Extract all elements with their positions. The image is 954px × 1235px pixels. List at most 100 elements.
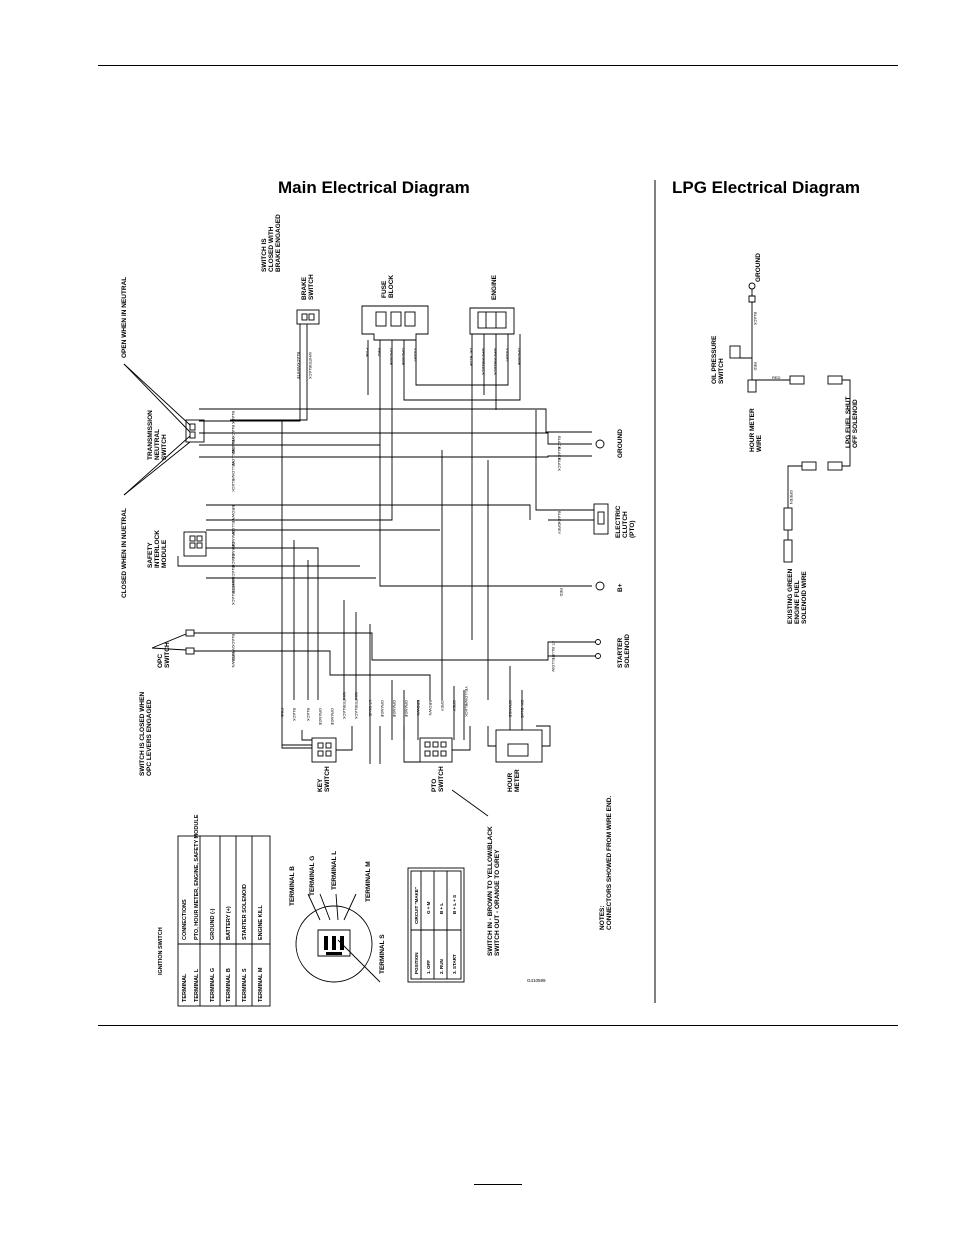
wire-label: ORANGE	[318, 708, 323, 726]
wire-label: VIOLET	[505, 348, 510, 363]
wire-label: GREY	[440, 700, 445, 712]
wire-label: ORANGE	[389, 348, 394, 366]
ground-ring-1	[595, 439, 605, 449]
lpg-ground-ring	[748, 282, 756, 290]
wire-label: BROWN	[416, 700, 421, 715]
ignition-row-connection: PTO, HOUR METER, ENGINE, SAFETY MODULE	[194, 814, 200, 940]
wire-label: GREY	[452, 700, 457, 712]
lpg-ground-label: GROUND	[755, 253, 762, 282]
starter-ring-1	[595, 639, 601, 645]
wire-label: VIOLET	[413, 348, 418, 363]
wire-label: LT. BLUE	[368, 700, 373, 717]
engine-connector-body	[469, 307, 515, 335]
circuit-header-make: CIRCUIT "MAKE"	[414, 887, 419, 924]
electric-clutch-label: ELECTRICCLUTCH(PTO)	[615, 505, 636, 538]
opc-switch-label: OPCSWITCH	[157, 642, 171, 668]
bottom-rule	[98, 1025, 898, 1026]
lpg-wire-label: RED	[753, 362, 758, 371]
wire-label: YELLOW	[231, 437, 236, 454]
wire-label: BLACK/WHITE	[231, 425, 236, 452]
ground-label: GROUND	[617, 429, 624, 458]
opc-connector-1	[185, 629, 195, 637]
ignition-row-terminal: TERMINAL B	[226, 968, 232, 1002]
wire-label: WHITE/BLACK	[342, 692, 347, 719]
existing-wire-label: EXISTING GREENENGINE FUELSOLENOID WIRE	[787, 568, 808, 624]
brake-switch-body	[296, 309, 320, 325]
wire-label: ORANGE	[380, 700, 385, 718]
ignition-header-connections: CONNECTIONS	[182, 899, 188, 940]
key-switch-label: KEYSWITCH	[317, 766, 331, 792]
electric-clutch-body	[593, 503, 609, 535]
ignition-row-terminal: TERMINAL S	[242, 968, 248, 1002]
wire-label: BROWN	[428, 700, 433, 715]
wire-label: DK. BLUE	[520, 700, 525, 719]
lpg-wire-label: BLACK	[753, 312, 758, 325]
transmission-label: TRANSMISSIONNEUTRALSWITCH	[147, 410, 168, 460]
wire-label: ORANGE	[231, 530, 236, 548]
lpg-fuel-label: LPG FUEL SHUTOFF SOLENOID	[845, 396, 859, 448]
circuit-row-make: B + L + S	[452, 895, 457, 914]
terminal-m-label: TERMINAL M	[365, 861, 372, 902]
circuit-row-make: B + L	[439, 903, 444, 914]
wire-label: DK. BLUE	[469, 348, 474, 367]
wire-label: YELLOW/BLACK	[231, 461, 236, 492]
circuit-table: POSITION CIRCUIT "MAKE" 1. OFF G + M 2. …	[407, 867, 465, 983]
terminal-s-label: TERMINAL S	[379, 934, 386, 974]
ignition-row-connection: ENGINE KILL	[258, 905, 264, 940]
circuit-row-make: G + M	[426, 901, 431, 914]
lpg-diagram-title: LPG Electrical Diagram	[672, 178, 861, 197]
wire-label: BLACK	[557, 447, 562, 460]
circuit-row-position: 3. START	[452, 954, 457, 974]
fuse-block-label: FUSEBLOCK	[381, 275, 395, 298]
terminal-l-label: TERMINAL L	[331, 851, 338, 890]
wire-label: BLACK	[292, 708, 297, 721]
wire-label: RED	[559, 588, 564, 597]
key-terminal-illustration: TERMINAL B TERMINAL G TERMINAL L TERMINA…	[289, 851, 386, 983]
hour-meter-label: HOURMETER	[507, 769, 521, 792]
wire-label: RED	[377, 348, 382, 357]
wire-label: GREY	[557, 523, 562, 535]
key-switch-body	[311, 737, 337, 763]
wire-label: WHITE/BLACK	[231, 578, 236, 605]
starter-ring-2	[595, 653, 601, 659]
wire-label: BLACK	[557, 458, 562, 471]
circuit-header-position: POSITION	[414, 952, 419, 974]
ignition-row-connection: BATTERY (+)	[226, 906, 232, 940]
wire-label: YELLOW	[551, 655, 556, 672]
ignition-row-terminal: TERMINAL L	[194, 968, 200, 1002]
pto-switch-label: PTOSWITCH	[431, 766, 445, 792]
circuit-row-position: 1. OFF	[426, 960, 431, 974]
wire-label: BLACK	[557, 436, 562, 449]
wire-label: BROWN	[231, 652, 236, 667]
wire-label: ORANGE	[330, 708, 335, 726]
wire-label: WHITE/BLACK	[493, 348, 498, 375]
wire-label: YELLOW	[231, 518, 236, 535]
notes-label: NOTES:CONNECTORS SHOWED FROM WIRE END.	[599, 796, 613, 930]
terminal-b-label: TERMINAL B	[289, 866, 296, 906]
wire-label: BROWN	[231, 505, 236, 520]
wire-label: YELLOW	[231, 449, 236, 466]
engine-label: ENGINE	[491, 274, 498, 300]
main-diagram-title: Main Electrical Diagram	[278, 178, 470, 197]
ignition-row-terminal: TERMINAL G	[210, 968, 216, 1002]
bplus-ring	[595, 581, 605, 591]
oil-pressure-switch	[729, 345, 741, 359]
wire-label: ORANGE	[401, 348, 406, 366]
wire-label: WHITE/BLACK	[481, 348, 486, 375]
wire-label: WHITE/BLACK	[354, 692, 359, 719]
open-neutral-label: OPEN WHEN IN NEUTRAL	[121, 277, 128, 358]
top-rule	[98, 65, 898, 66]
closed-neutral-label: CLOSED WHEN IN NUETRAL	[121, 508, 128, 598]
safety-module-body	[183, 531, 207, 557]
opc-note-label: SWITCH IS CLOSED WHENOPC LEVERS ENGAGED	[139, 692, 153, 776]
ignition-header-terminal: TERMINAL	[182, 973, 188, 1002]
fuse-block-body	[361, 305, 429, 341]
hour-meter-body	[495, 729, 543, 763]
opc-connector-2	[185, 647, 195, 655]
ignition-table: IGNITION SWITCH TERMINAL CONNECTIONS TER…	[158, 814, 271, 1007]
pto-note-label: SWITCH IN - BROWN TO YELLOW/BLACKSWITCH …	[487, 826, 501, 956]
safety-module-label: SAFETYINTERLOCKMODULE	[147, 530, 168, 568]
wire-label: LT. BLUE	[551, 641, 556, 658]
wire-label: BLACK	[306, 708, 311, 721]
wire-label: ORANGE	[517, 348, 522, 366]
